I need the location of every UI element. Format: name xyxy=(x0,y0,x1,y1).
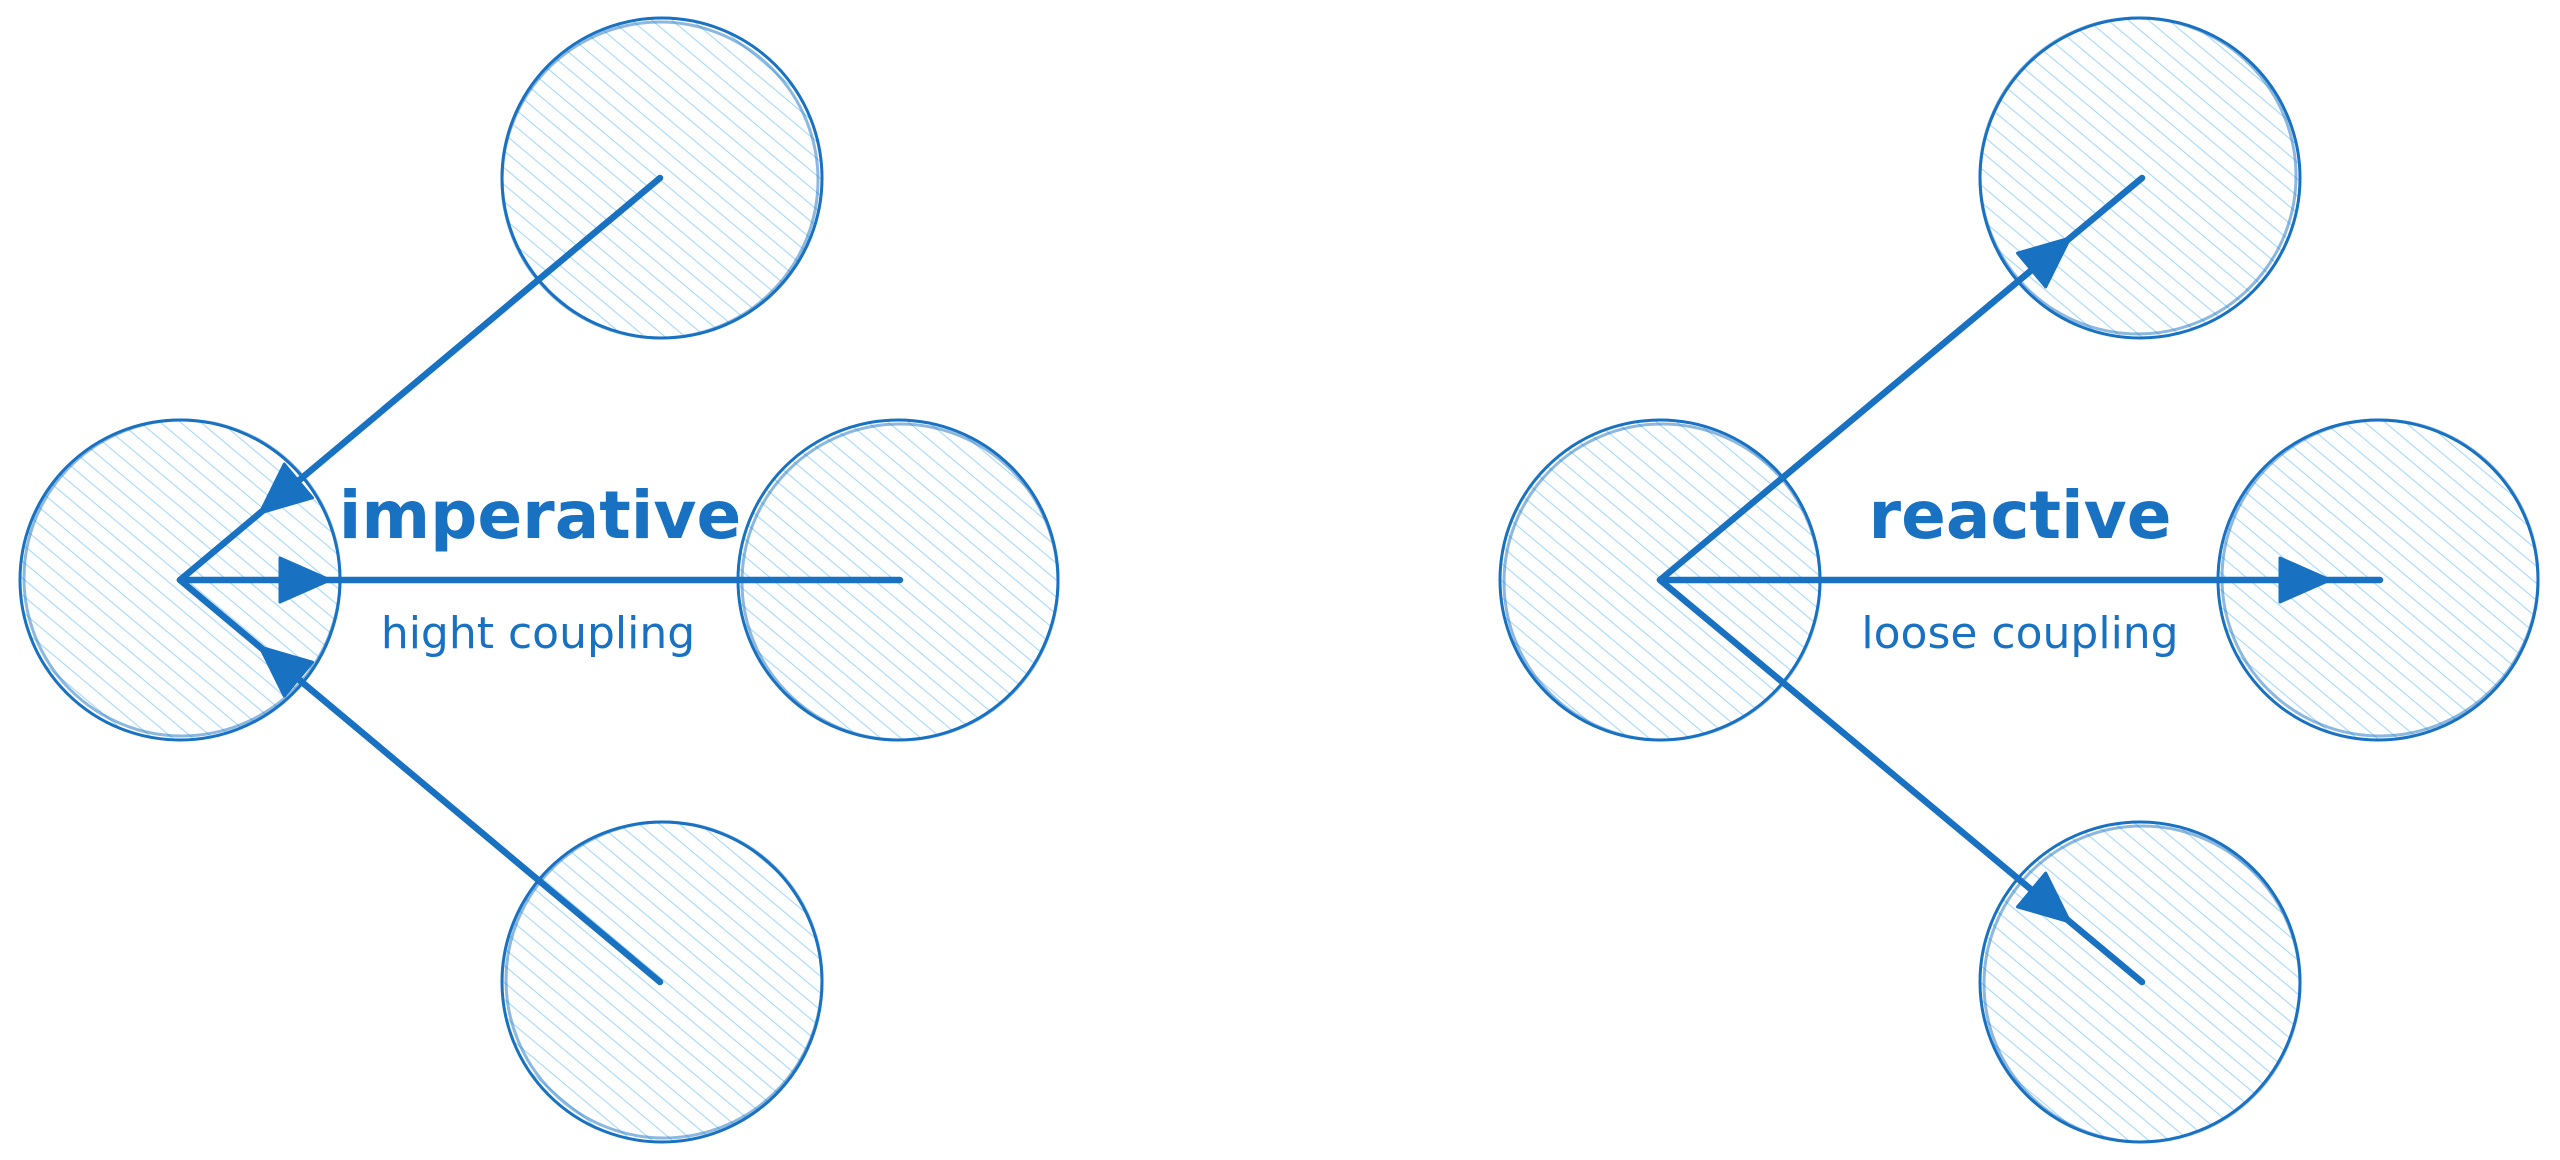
imperative-arrowhead-top xyxy=(258,462,314,515)
imperative-panel: imperative hight coupling xyxy=(18,16,1060,1144)
imperative-arrowhead-right xyxy=(278,556,332,604)
reactive-panel: reactive loose coupling xyxy=(1498,16,2540,1144)
imperative-title: imperative xyxy=(339,477,741,554)
reactive-arrowhead-top xyxy=(2016,236,2072,289)
reactive-subtitle: loose coupling xyxy=(1861,608,2178,659)
imperative-subtitle: hight coupling xyxy=(381,608,695,659)
reactive-arrowhead-bottom xyxy=(2016,871,2072,924)
reactive-title: reactive xyxy=(1869,477,2172,554)
imperative-arrowhead-bottom xyxy=(258,645,314,698)
reactive-arrowhead-right xyxy=(2278,556,2332,604)
